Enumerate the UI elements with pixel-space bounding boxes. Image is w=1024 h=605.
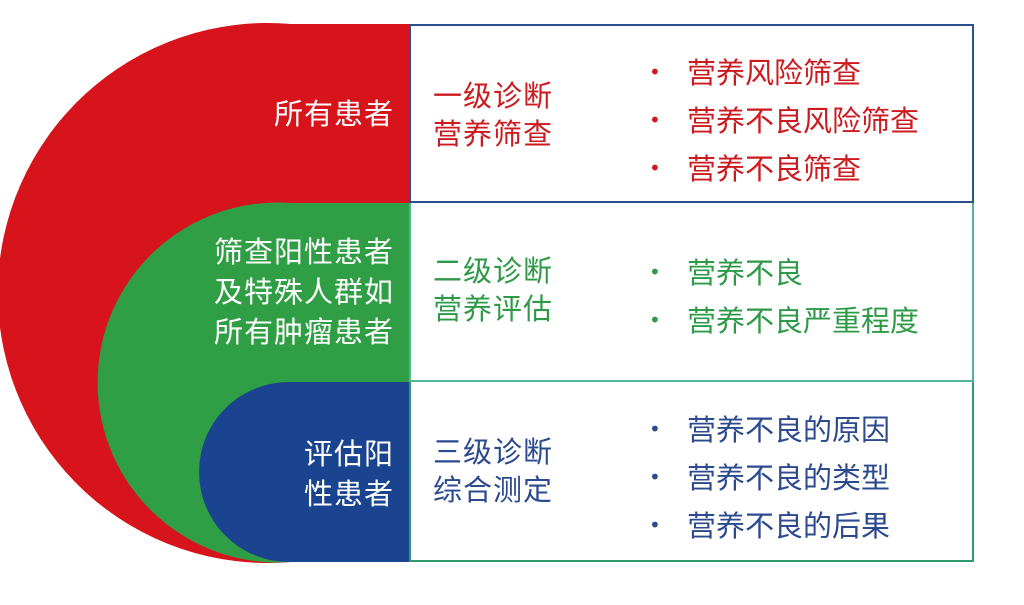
level-3-box: 三级诊断 综合测定 • 营养不良的原因 • 营养不良的类型 • 营养不良的后果 (409, 382, 974, 562)
list-item: • 营养不良 (649, 250, 919, 298)
bullet-icon: • (649, 417, 661, 441)
list-item-text: 营养不良严重程度 (687, 304, 920, 338)
level-2-items: • 营养不良 • 营养不良严重程度 (649, 250, 919, 346)
level-title-line: 二级诊断 (433, 254, 554, 288)
list-item: • 营养不良的类型 (649, 455, 890, 503)
bullet-icon: • (649, 465, 661, 489)
segment-label-line: 及特殊人群如 (213, 275, 394, 309)
bullet-icon: • (649, 260, 661, 284)
list-item: • 营养不良筛查 (649, 146, 919, 194)
bullet-icon: • (649, 156, 661, 180)
bullet-icon: • (649, 308, 661, 332)
list-item: • 营养风险筛查 (649, 50, 919, 98)
level-title-line: 三级诊断 (433, 435, 554, 469)
segment-blue-shape (199, 382, 409, 562)
segment-label-line: 筛查阳性患者 (213, 235, 394, 269)
list-item: • 营养不良风险筛查 (649, 98, 919, 146)
list-item-text: 营养不良风险筛查 (687, 104, 920, 138)
level-title-line: 营养筛查 (433, 117, 554, 151)
level-title-line: 一级诊断 (433, 79, 554, 113)
level-1-title: 一级诊断 营养筛查 (433, 77, 553, 153)
bullet-icon: • (649, 513, 661, 537)
level-1-items: • 营养风险筛查 • 营养不良风险筛查 • 营养不良筛查 (649, 50, 919, 194)
segment-label-line: 所有患者 (273, 97, 394, 131)
segment-label-line: 性患者 (303, 477, 394, 511)
list-item-text: 营养风险筛查 (687, 56, 862, 90)
level-1-box: 一级诊断 营养筛查 • 营养风险筛查 • 营养不良风险筛查 • 营养不良筛查 (409, 24, 974, 203)
list-item-text: 营养不良的后果 (687, 509, 891, 543)
level-2-box: 二级诊断 营养评估 • 营养不良 • 营养不良严重程度 (409, 203, 974, 382)
level-2-title: 二级诊断 营养评估 (433, 252, 553, 328)
segment-label-line: 评估阳 (303, 437, 394, 471)
segment-label-line: 所有肿瘤患者 (213, 315, 394, 349)
segment-label-all-patients: 所有患者 (274, 94, 394, 134)
bullet-icon: • (649, 108, 661, 132)
bullet-icon: • (649, 60, 661, 84)
segment-label-screen-positive: 筛查阳性患者 及特殊人群如 所有肿瘤患者 (214, 232, 394, 352)
list-item: • 营养不良严重程度 (649, 298, 919, 346)
list-item-text: 营养不良的类型 (687, 461, 891, 495)
segment-label-assess-positive: 评估阳 性患者 (304, 434, 394, 514)
list-item: • 营养不良的原因 (649, 407, 890, 455)
list-item-text: 营养不良的原因 (687, 413, 891, 447)
level-3-title: 三级诊断 综合测定 (433, 433, 553, 509)
list-item-text: 营养不良 (687, 256, 804, 290)
level-3-items: • 营养不良的原因 • 营养不良的类型 • 营养不良的后果 (649, 407, 890, 551)
list-item: • 营养不良的后果 (649, 503, 890, 551)
list-item-text: 营养不良筛查 (687, 152, 862, 186)
level-title-line: 综合测定 (433, 473, 554, 507)
level-title-line: 营养评估 (433, 292, 554, 326)
